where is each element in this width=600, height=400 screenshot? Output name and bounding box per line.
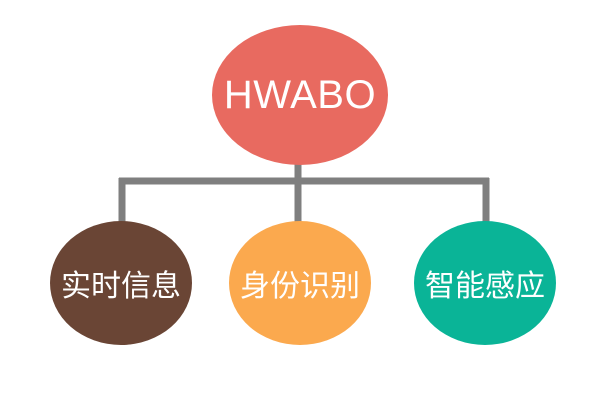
- child-node-smart-sensing: 智能感应: [414, 221, 556, 345]
- child-node-identity-recognition: 身份识别: [229, 221, 371, 345]
- child-node-realtime-info: 实时信息: [50, 221, 192, 345]
- child-node-label: 智能感应: [425, 269, 545, 304]
- child-node-label: 实时信息: [61, 269, 181, 304]
- child-node-label: 身份识别: [240, 269, 360, 304]
- root-node-label: HWABO: [223, 72, 377, 117]
- root-node-hwabo: HWABO: [212, 25, 388, 165]
